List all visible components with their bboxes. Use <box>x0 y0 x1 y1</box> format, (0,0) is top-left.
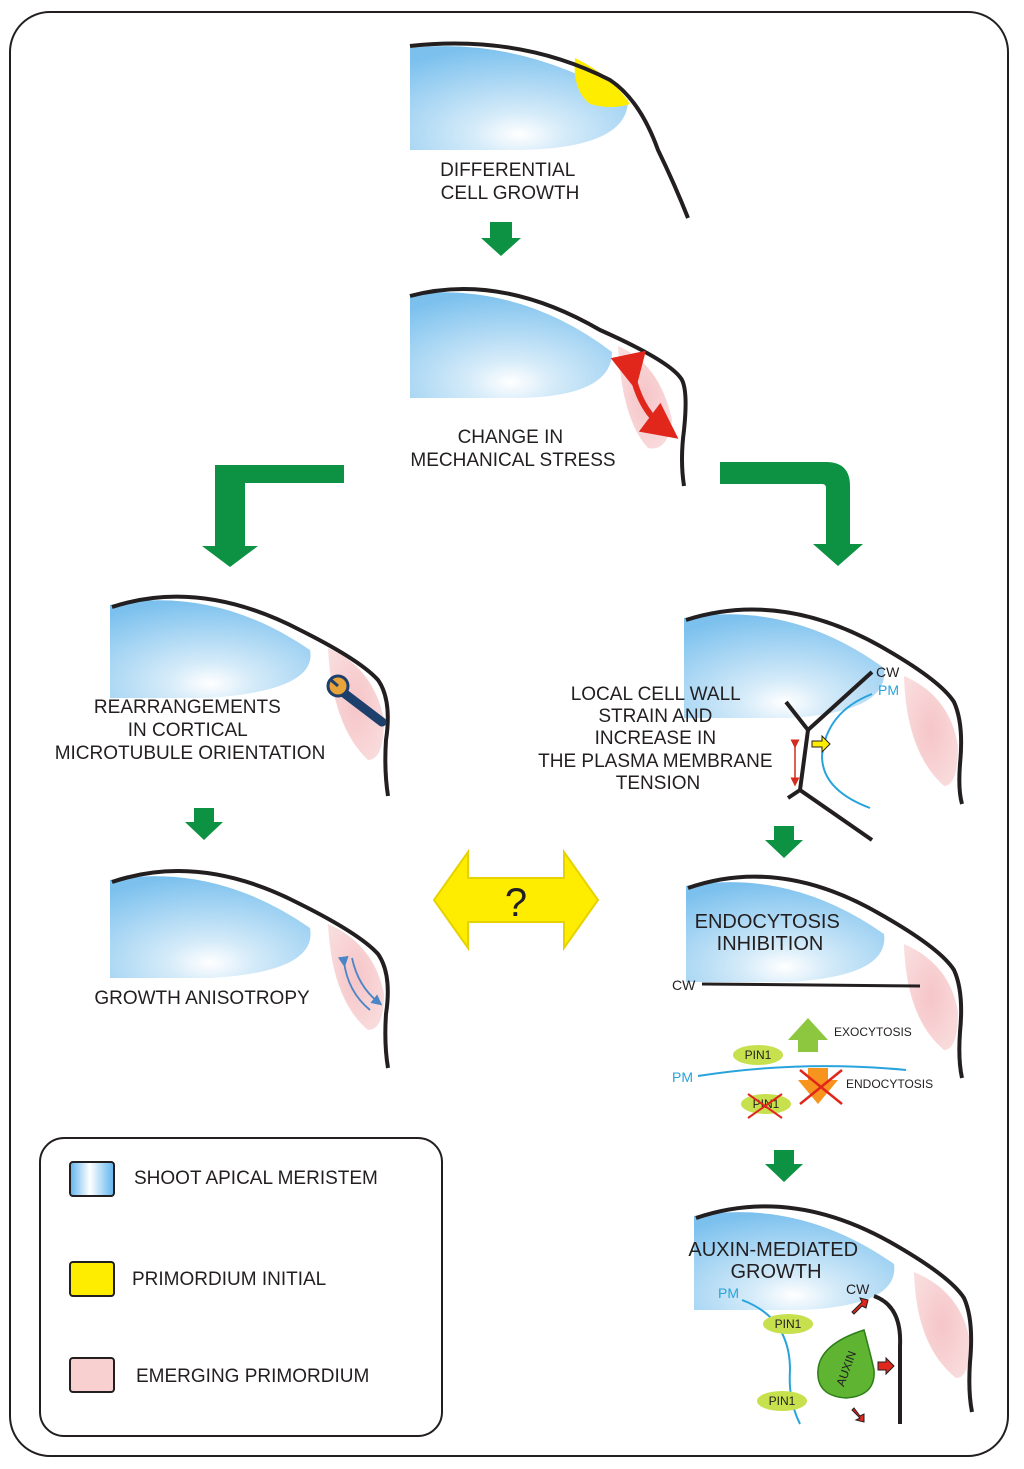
pm-label: PM <box>672 1069 693 1085</box>
panel-endocytosis-inhibition: CW ENDOCYTOSIS INHIBITION PM EXOCYTOSIS … <box>672 874 964 1119</box>
panel-differential-growth: DIFFERENTIAL CELL GROWTH <box>409 41 690 219</box>
auxin-drop-icon: AUXIN <box>817 1329 875 1399</box>
meristem-dome <box>410 292 612 398</box>
meristem-outline <box>409 41 690 219</box>
flow-arrow-right-branch <box>720 462 863 566</box>
flow-arrow-left-branch <box>202 465 344 567</box>
pin1-protein <box>763 1314 813 1334</box>
panel-mechanical-stress: CHANGE IN MECHANICAL STRESS <box>409 287 688 487</box>
panel-microtubule-rearrangement: REARRANGEMENTS IN CORTICAL MICROTUBULE O… <box>55 594 390 797</box>
tension-arrow <box>811 734 831 754</box>
legend-label: EMERGING PRIMORDIUM <box>136 1366 369 1387</box>
endocytosis-label: ENDOCYTOSIS <box>846 1077 933 1091</box>
legend-box <box>39 1137 443 1437</box>
meristem-dome <box>110 600 311 698</box>
plasma-membrane <box>820 693 873 809</box>
growth-arrow <box>877 1356 895 1376</box>
cw-label: CW <box>876 664 900 680</box>
exocytosis-label: EXOCYTOSIS <box>834 1025 912 1039</box>
meristem-dome <box>686 882 885 982</box>
growth-direction-arrow <box>337 955 371 1011</box>
flow-arrow-down <box>481 222 521 256</box>
pm-label: PM <box>718 1285 739 1301</box>
step2-label: CHANGE IN MECHANICAL STRESS <box>410 427 615 471</box>
left2-label: GROWTH ANISOTROPY <box>94 988 310 1009</box>
growth-arrow <box>851 1407 865 1423</box>
cw-label: CW <box>846 1281 870 1297</box>
cell-wall <box>786 788 802 800</box>
cell-wall <box>873 1294 903 1424</box>
question-mark: ? <box>505 881 527 925</box>
exocytosis-arrow <box>788 1018 828 1052</box>
right1-label: LOCAL CELL WALL STRAIN AND INCREASE IN T… <box>538 684 778 794</box>
meristem-dome <box>684 614 885 718</box>
step1-label: DIFFERENTIAL CELL GROWTH <box>440 160 580 204</box>
outer-frame <box>9 11 1009 1457</box>
legend-swatch-primordium-initial <box>69 1261 115 1297</box>
panel-cell-wall-strain: CW PM LOCAL CELL WALL STRAIN AND INCREAS… <box>538 607 964 842</box>
growth-direction-arrow <box>351 957 383 1006</box>
legend-label: SHOOT APICAL MERISTEM <box>134 1168 378 1189</box>
cell-wall <box>701 982 921 988</box>
legend-label: PRIMORDIUM INITIAL <box>132 1269 326 1290</box>
pin1-label: PIN1 <box>775 1317 802 1331</box>
wrench-icon <box>326 674 387 727</box>
flow-arrow-down <box>185 808 223 840</box>
emerging-primordium <box>914 1272 970 1378</box>
flow-arrow-down <box>765 826 803 858</box>
pin1-protein <box>757 1391 807 1411</box>
meristem-dome <box>410 46 628 150</box>
blocked-cross-icon <box>747 1093 783 1119</box>
pm-label: PM <box>878 682 899 698</box>
meristem-dome <box>110 876 311 978</box>
question-double-arrow: ? <box>432 848 600 952</box>
emerging-primordium <box>904 676 958 786</box>
meristem-outline <box>695 1204 974 1413</box>
pin1-label: PIN1 <box>769 1394 796 1408</box>
meristem-outline <box>111 594 390 797</box>
meristem-outline <box>685 607 964 805</box>
right3-label: AUXIN-MEDIATED GROWTH <box>688 1239 863 1283</box>
panel-auxin-growth: CW PM PIN1 PIN1 AUXIN AUXIN-MEDIATED GRO… <box>688 1204 974 1425</box>
stress-arrow <box>610 350 679 439</box>
legend: SHOOT APICAL MERISTEM PRIMORDIUM INITIAL… <box>39 1137 443 1437</box>
legend-swatch-emerging-primordium <box>69 1357 115 1393</box>
blocked-cross-icon <box>799 1069 843 1105</box>
flow-arrow-down <box>765 1150 803 1182</box>
meristem-outline <box>111 869 390 1069</box>
meristem-outline <box>687 874 964 1079</box>
panel-growth-anisotropy: GROWTH ANISOTROPY <box>94 869 390 1069</box>
cw-label: CW <box>672 977 696 993</box>
plasma-membrane <box>697 1065 907 1077</box>
left1-label: REARRANGEMENTS IN CORTICAL MICROTUBULE O… <box>55 697 326 764</box>
emerging-primordium <box>328 924 384 1030</box>
meristem-dome <box>694 1212 895 1310</box>
growth-arrow <box>851 1297 869 1315</box>
pin1-protein <box>733 1045 783 1065</box>
cell-wall <box>797 729 874 842</box>
pin1-label: PIN1 <box>745 1048 772 1062</box>
right2-label: ENDOCYTOSIS INHIBITION <box>695 911 846 955</box>
emerging-primordium <box>904 944 958 1050</box>
legend-swatch-meristem <box>69 1161 115 1197</box>
